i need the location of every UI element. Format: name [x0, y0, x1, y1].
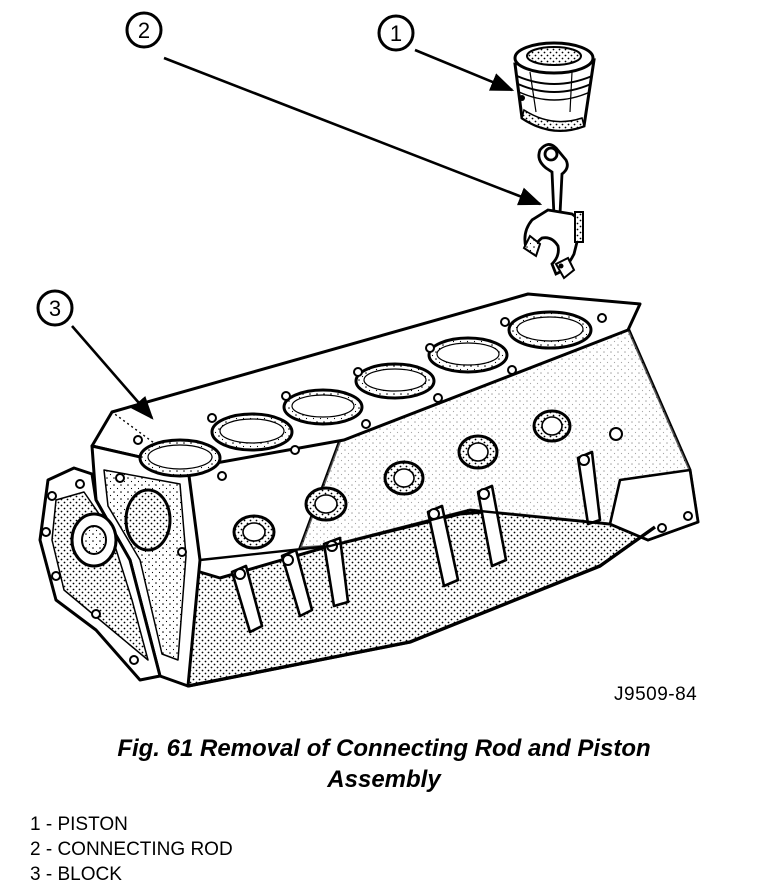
callout-1-label: 1 [390, 21, 402, 46]
engine-illustration: 1 2 3 [36, 11, 700, 688]
parts-legend: 1 - PISTON 2 - CONNECTING ROD 3 - BLOCK [30, 812, 233, 887]
figure-code: J9509-84 [614, 684, 698, 705]
callout-3: 3 [36, 289, 74, 327]
leader-lines [71, 48, 543, 420]
legend-item-connecting-rod: 2 - CONNECTING ROD [30, 839, 233, 860]
callout-3-label: 3 [49, 296, 61, 321]
caption-line-1: Fig. 61 Removal of Connecting Rod and Pi… [117, 735, 651, 762]
callout-2-label: 2 [138, 18, 150, 43]
caption-line-2: Assembly [327, 766, 441, 793]
bearing-webs [230, 450, 602, 634]
legend-item-piston: 1 - PISTON [30, 814, 128, 835]
callout-1: 1 [377, 14, 415, 52]
engine-block [38, 292, 700, 688]
figure-caption: Fig. 61 Removal of Connecting Rod and Pi… [0, 733, 768, 795]
callout-2: 2 [125, 11, 163, 49]
piston [513, 41, 596, 132]
legend-item-block: 3 - BLOCK [30, 864, 122, 885]
connecting-rod [522, 143, 584, 280]
